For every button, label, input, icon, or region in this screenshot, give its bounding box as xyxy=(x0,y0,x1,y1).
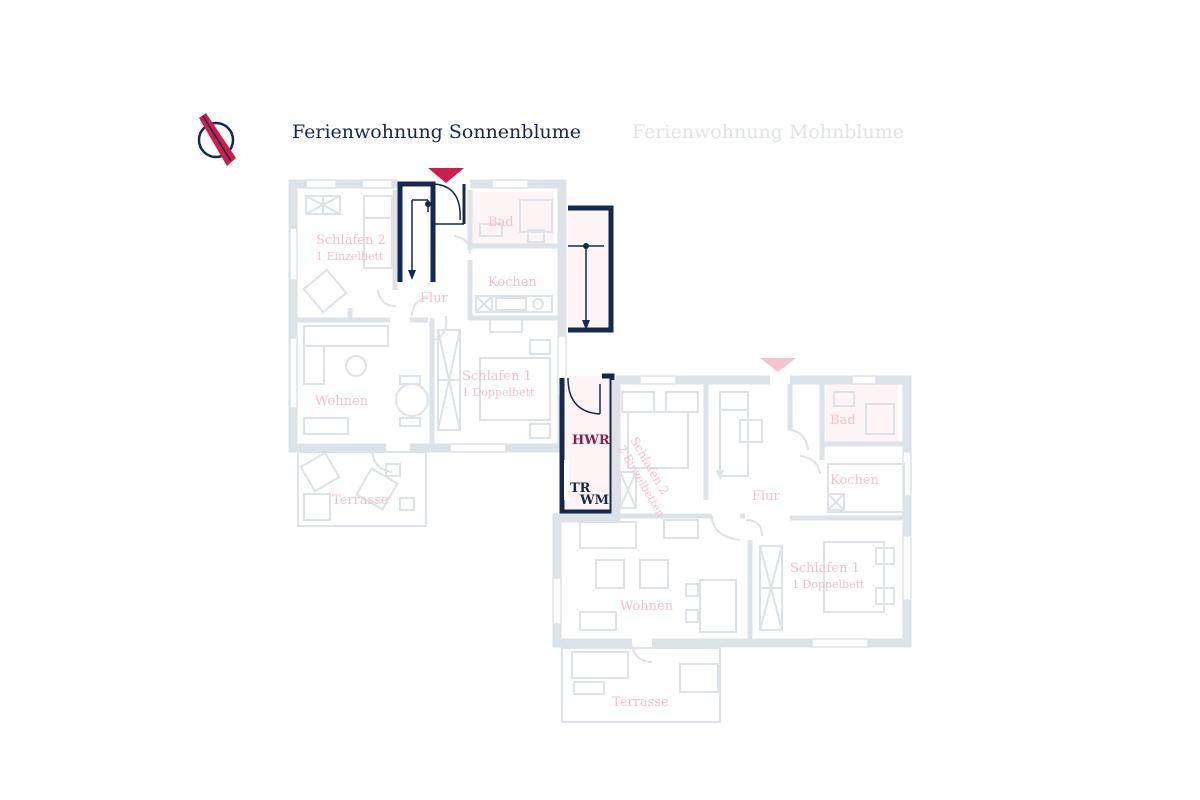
room-label-flur: Flur xyxy=(420,291,449,306)
apartment-mohnblume xyxy=(552,375,912,723)
room-label-schlafen2: Schlafen 2 xyxy=(316,233,386,248)
entrance-arrow-icon xyxy=(760,358,796,372)
room-label-terrasse-2: Terrasse xyxy=(612,695,669,710)
north-compass-icon xyxy=(197,113,236,166)
room-label-bad-2: Bad xyxy=(830,413,856,428)
staircase-1 xyxy=(397,181,466,282)
room-label-kochen: Kochen xyxy=(488,275,538,290)
room-label-schlafen1-2: Schlafen 1 xyxy=(790,561,860,576)
room-label-kochen-2: Kochen xyxy=(830,473,880,488)
room-detail-schlafen1-2: 1 Doppelbett xyxy=(792,578,865,591)
room-label-wohnen-2: Wohnen xyxy=(620,599,674,614)
label-wm: WM xyxy=(579,493,609,508)
entrance-arrow-icon xyxy=(428,168,464,183)
room-label-hwr: HWR xyxy=(572,433,610,448)
label-tr: TR xyxy=(570,481,591,496)
room-label-terrasse: Terrasse xyxy=(332,493,389,508)
room-label-bad: Bad xyxy=(488,215,514,230)
apartment-sonnenblume xyxy=(288,179,567,527)
room-label-schlafen1: Schlafen 1 xyxy=(462,369,532,384)
tab-sonnenblume[interactable]: Ferienwohnung Sonnenblume xyxy=(292,121,582,143)
tab-mohnblume[interactable]: Ferienwohnung Mohnblume xyxy=(632,121,904,143)
room-detail-schlafen2: 1 Einzelbett xyxy=(316,250,384,263)
room-detail-schlafen1: 1 Doppelbett xyxy=(462,386,535,399)
room-label-flur-2: Flur xyxy=(752,489,781,504)
staircase-2 xyxy=(568,205,614,333)
room-label-wohnen: Wohnen xyxy=(315,394,369,409)
hwr-room xyxy=(559,373,615,515)
